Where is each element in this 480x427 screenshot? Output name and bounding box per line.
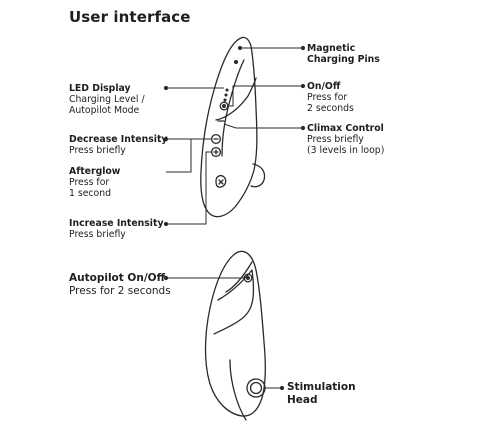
device-side-outline [204,250,266,417]
label-led-display: LED Display Charging Level / Autopilot M… [69,83,145,117]
label-decrease-desc-1: Press briefly [69,145,126,157]
label-led-desc-1: Charging Level / [69,94,145,106]
brand-logo-icon [215,174,227,188]
label-increase-desc-1: Press briefly [69,229,126,241]
label-climax-title: Climax Control [307,123,384,134]
label-stimulation-head: Stimulation Head [287,381,356,406]
device-side-spine [229,359,247,421]
increase-button-icon [210,146,222,158]
label-climax-desc-2: (3 levels in loop) [307,145,385,157]
label-onoff: On/Off Press for 2 seconds [307,81,354,115]
device-side-view [204,250,266,421]
label-autopilot-title: Autopilot On/Off [69,272,166,284]
label-increase-title: Increase Intensity [69,218,164,229]
label-onoff-title: On/Off [307,81,341,92]
led-dot-1 [225,88,229,92]
device-front-panel-edge [215,77,257,121]
label-afterglow: Afterglow Press for 1 second [69,166,120,200]
device-front-outline [200,36,258,218]
label-decrease-title: Decrease Intensity [69,134,168,145]
label-climax-control: Climax Control Press briefly (3 levels i… [307,123,384,157]
label-led-title: LED Display [69,83,131,94]
stimulation-head-icon [246,378,266,398]
onoff-button-icon [219,101,229,111]
label-magnetic-title-1: Magnetic [307,43,356,54]
label-afterglow-title: Afterglow [69,166,121,177]
autopilot-button-icon [243,273,253,283]
leader-climax [223,123,303,129]
label-stimulation-title-1: Stimulation [287,381,356,393]
label-climax-desc-1: Press briefly [307,134,364,146]
led-dot-3 [223,98,227,102]
label-onoff-desc-2: 2 seconds [307,103,354,115]
device-side-panel [213,269,255,335]
charging-pin-bottom [233,59,239,65]
leader-afterglow [166,139,192,173]
label-magnetic-title-2: Charging Pins [307,54,380,66]
label-led-desc-2: Autopilot Mode [69,105,140,117]
label-afterglow-desc-1: Press for [69,177,110,189]
label-autopilot: Autopilot On/Off Press for 2 seconds [69,272,171,297]
label-decrease-intensity: Decrease Intensity Press briefly [69,134,167,156]
label-stimulation-title-2: Head [287,393,318,406]
device-front-view [200,36,266,218]
label-onoff-desc-1: Press for [307,92,348,104]
page-title: User interface [69,8,191,26]
device-front-seam [221,59,245,157]
label-magnetic-charging-pins: Magnetic Charging Pins [307,43,380,65]
decrease-button-icon [210,133,222,145]
leader-increase [166,151,211,225]
label-afterglow-desc-2: 1 second [69,188,112,200]
led-dot-2 [224,93,228,97]
label-autopilot-desc-1: Press for 2 seconds [69,284,171,297]
label-increase-intensity: Increase Intensity Press briefly [69,218,164,240]
stimulation-head-bump [250,163,266,188]
leader-onoff [228,85,303,107]
